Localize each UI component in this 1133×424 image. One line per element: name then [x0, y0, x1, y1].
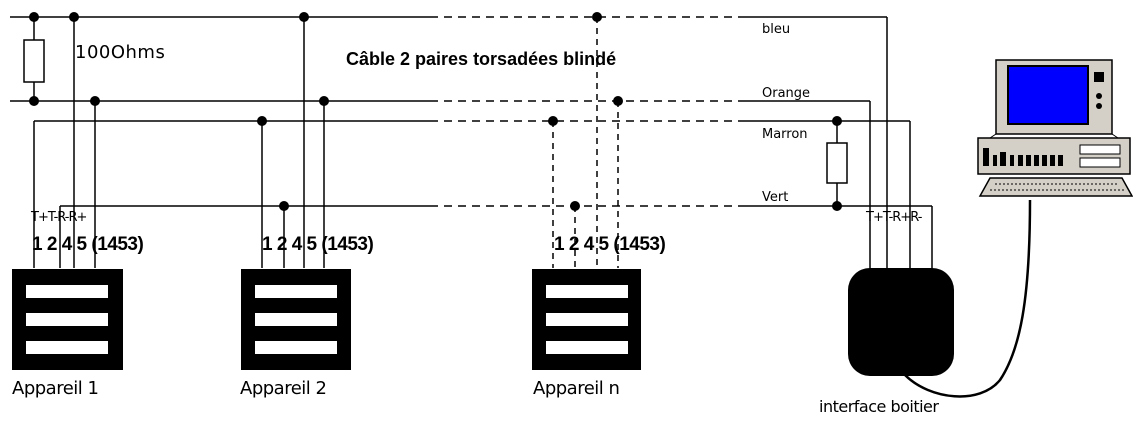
computer-cable — [904, 199, 1032, 398]
interface-box — [848, 268, 954, 376]
device-1-label: Appareil 1 — [12, 378, 99, 399]
pin-header-device-1: T+T-R-R+ — [31, 210, 87, 225]
resistor-label: 100Ohms — [75, 42, 166, 63]
diagram-title: Câble 2 paires torsadées blindé — [346, 49, 617, 69]
junction-dots — [29, 12, 842, 211]
device-1-box — [12, 269, 123, 370]
device-n-label: Appareil n — [533, 378, 620, 399]
resistor-left — [23, 39, 45, 83]
wire-label-vert: Vert — [762, 190, 789, 205]
pin-header-interface: T+T-R+R- — [866, 210, 922, 225]
resistor-right — [826, 142, 848, 184]
wire-label-bleu: bleu — [762, 22, 791, 37]
wire-label-marron: Marron — [762, 127, 808, 142]
pin-numbers-device-1: 1 2 4 5 (1453) — [32, 234, 144, 255]
device-n-box — [532, 269, 641, 370]
pin-numbers-device-2: 1 2 4 5 (1453) — [262, 234, 374, 255]
device-2-label: Appareil 2 — [240, 378, 327, 399]
pin-numbers-device-n: 1 2 4 5 (1453) — [554, 234, 666, 255]
interface-label: interface boitier — [819, 397, 939, 416]
device-2-box — [241, 269, 351, 370]
wire-label-orange: Orange — [762, 86, 811, 101]
computer-icon — [977, 59, 1133, 197]
